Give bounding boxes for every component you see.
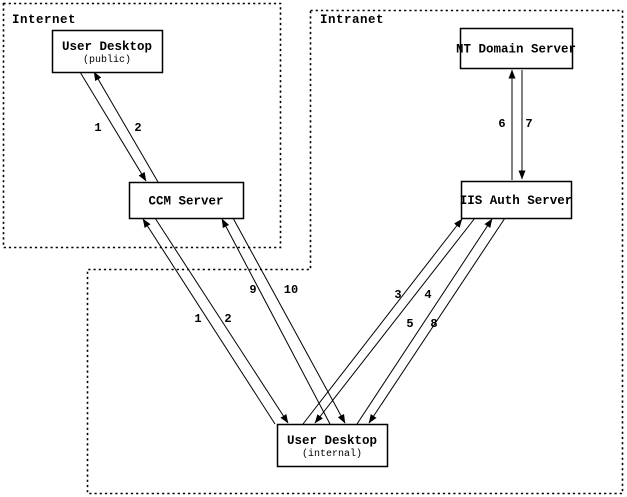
edge-5-user-desktop-internal-to-iis-auth-server [356, 218, 493, 425]
node-user-desktop-internal-label: User Desktop [287, 434, 377, 448]
edge-9-user-desktop-internal-to-ccm-server [221, 218, 331, 425]
node-ccm-server-label: CCM Server [148, 195, 223, 209]
edge-label-2: 2 [224, 312, 231, 326]
zone-internet-label: Internet [12, 13, 76, 27]
edge-1-user-desktop-public-to-ccm-server [79, 71, 147, 182]
edge-1-user-desktop-internal-to-ccm-server [142, 218, 276, 425]
edge-label-2: 2 [134, 121, 141, 135]
edge-2-ccm-server-to-user-desktop-public [93, 71, 159, 183]
node-user-desktop-internal-box [276, 423, 389, 468]
edge-8-iis-auth-server-to-user-desktop-internal [368, 217, 506, 424]
zone-internet-outline [2, 2, 282, 249]
edge-label-8: 8 [430, 317, 437, 331]
node-user-desktop-public-box [51, 29, 164, 74]
edge-label-6: 6 [498, 117, 505, 131]
node-ccm-server-box [128, 181, 245, 220]
node-user-desktop-internal-sublabel: (internal) [302, 448, 362, 460]
edge-label-9: 9 [249, 283, 256, 297]
edge-10-ccm-server-to-user-desktop-internal [232, 217, 346, 424]
edge-label-1: 1 [94, 121, 101, 135]
zone-intranet-outline [86, 9, 624, 495]
node-nt-domain-server-box [459, 27, 574, 70]
zone-intranet-label: Intranet [320, 13, 384, 27]
edge-2-ccm-server-to-user-desktop-internal [154, 217, 289, 424]
edge-3-user-desktop-internal-to-iis-auth-server [302, 218, 463, 425]
edge-label-4: 4 [424, 288, 431, 302]
edge-4-iis-auth-server-to-user-desktop-internal [314, 217, 476, 424]
edge-label-10: 10 [284, 283, 298, 297]
node-iis-auth-server-label: IIS Auth Server [460, 194, 573, 208]
edge-label-7: 7 [525, 117, 532, 131]
edge-label-1: 1 [194, 312, 201, 326]
edge-label-3: 3 [394, 288, 401, 302]
node-iis-auth-server-box [460, 180, 573, 220]
node-user-desktop-public-label: User Desktop [62, 40, 152, 54]
node-user-desktop-public-sublabel: (public) [83, 54, 131, 66]
node-nt-domain-server-label: NT Domain Server [456, 43, 576, 57]
edge-label-5: 5 [406, 317, 413, 331]
